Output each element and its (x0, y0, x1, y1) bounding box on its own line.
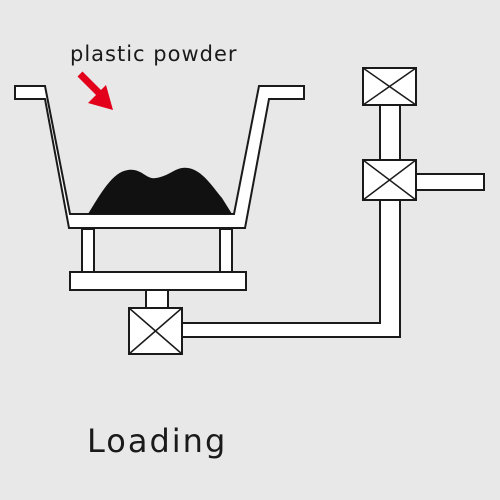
support-post-left (81, 228, 95, 273)
valve-cross-icon (362, 159, 417, 201)
powder-pile (88, 167, 232, 214)
red-arrow-icon (77, 71, 113, 110)
material-label: plastic powder (70, 42, 238, 66)
mold-body (14, 85, 305, 229)
pipe-vertical-upper (379, 104, 401, 161)
valve-cross-icon (362, 67, 417, 106)
support-post-right (219, 228, 233, 273)
stage-caption: Loading (87, 422, 228, 460)
base-stem (145, 289, 169, 309)
valve-cross-icon (128, 307, 183, 355)
base-plate (69, 271, 247, 291)
pipe-side-outlet (415, 173, 485, 191)
